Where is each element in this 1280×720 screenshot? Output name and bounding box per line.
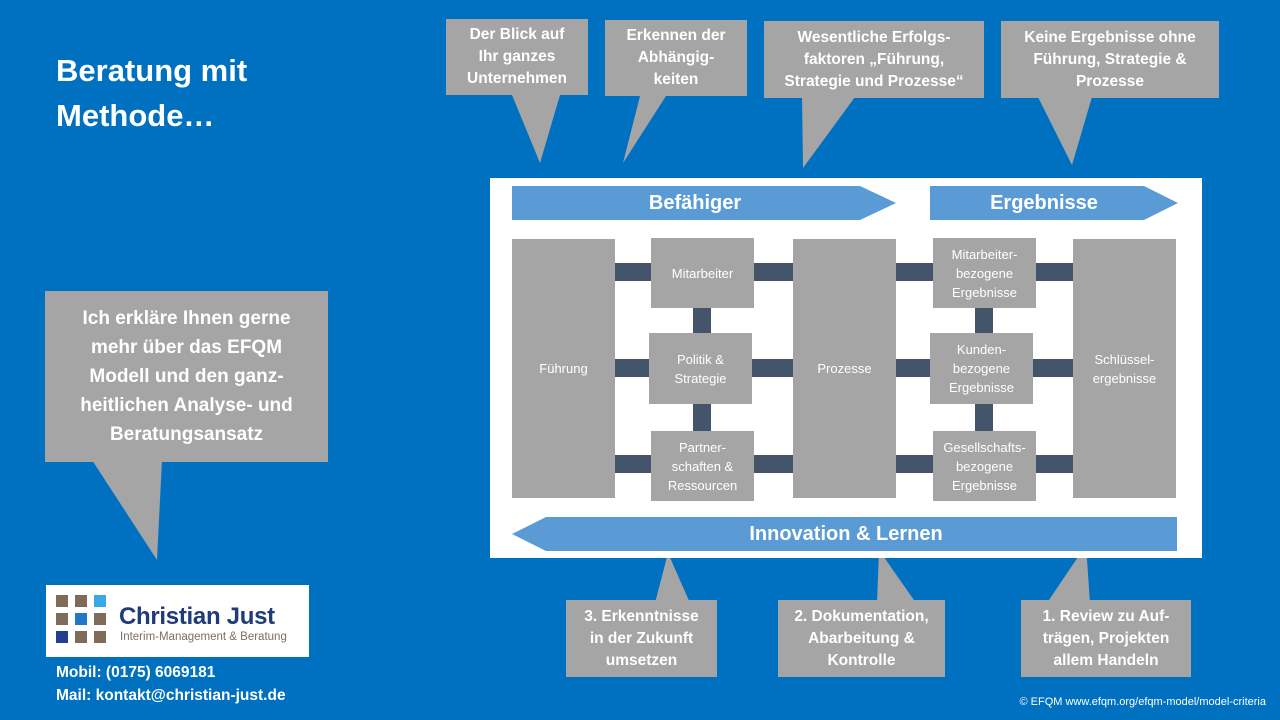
box-politik-strategie: Politik & Strategie	[649, 333, 752, 404]
tail-top-2	[623, 96, 666, 163]
innovation-label: Innovation & Lernen	[749, 522, 943, 545]
bubble-dokumentation: 2. Dokumentation, Abarbeitung & Kontroll…	[778, 600, 945, 677]
efqm-model-panel: Befähiger Ergebnisse Innovation & Lernen…	[490, 178, 1202, 558]
contact-mobile[interactable]: Mobil: (0175) 6069181	[56, 664, 216, 681]
connector-prozesse-kundenergebnisse	[895, 359, 935, 377]
box-mitarbeiter: Mitarbeiter	[651, 238, 754, 308]
bubble-efqm-erklaerung: Ich erkläre Ihnen gerne mehr über das EF…	[45, 291, 328, 462]
tail-top-3	[802, 97, 855, 168]
box-prozesse: Prozesse	[793, 239, 896, 498]
results-arrow	[930, 186, 1178, 220]
logo-subtitle: Interim-Management & Beratung	[120, 631, 287, 643]
connector-kunden-gesellschaft	[975, 404, 993, 432]
bubble-ganzes-unternehmen: Der Blick auf Ihr ganzes Unternehmen	[446, 19, 588, 95]
tail-left	[92, 460, 162, 560]
innovation-arrow	[512, 517, 1177, 551]
contact-mail[interactable]: Mail: kontakt@christian-just.de	[56, 687, 286, 704]
results-label: Ergebnisse	[990, 191, 1098, 214]
bubble-erkenntnisse-umsetzen: 3. Erkenntnisse in der Zukunft umsetzen	[566, 600, 717, 677]
connector-prozesse-gesellschaftsergebnisse	[895, 455, 935, 473]
connector-mitarbeiterergebnisse-schluessel	[1033, 263, 1073, 281]
connector-prozesse-mitarbeiterergebnisse	[895, 263, 935, 281]
copyright-notice: © EFQM www.efqm.org/efqm-model/model-cri…	[1019, 696, 1266, 708]
logo-square	[94, 595, 106, 607]
logo-square	[94, 631, 106, 643]
page-title: Beratung mit Methode…	[56, 53, 248, 133]
enablers-label: Befähiger	[648, 191, 742, 214]
logo-name: Christian Just	[119, 603, 275, 630]
company-logo[interactable]: Christian Just Interim-Management & Bera…	[46, 585, 309, 657]
box-fuehrung: Führung	[512, 239, 615, 498]
tail-top-1	[512, 95, 560, 163]
logo-square	[75, 595, 87, 607]
connector-mitarbeiter-politik	[693, 308, 711, 336]
model-arrows	[512, 186, 1178, 551]
logo-square	[56, 595, 68, 607]
bubble-erfolgsfaktoren: Wesentliche Erfolgs- faktoren „Führung, …	[764, 21, 984, 98]
connector-gesellschaftsergebnisse-schluessel	[1033, 455, 1073, 473]
connector-politik-partner	[693, 404, 711, 432]
logo-square	[56, 631, 68, 643]
connector-fuehrung-politik	[615, 359, 651, 377]
bubble-abhaengigkeiten: Erkennen der Abhängig- keiten	[605, 20, 747, 96]
logo-square	[75, 631, 87, 643]
connector-fuehrung-partner	[615, 455, 651, 473]
box-gesellschafts-ergebnisse: Gesellschafts- bezogene Ergebnisse	[933, 431, 1036, 501]
box-kunden-ergebnisse: Kunden- bezogene Ergebnisse	[930, 333, 1033, 404]
logo-square	[56, 613, 68, 625]
box-partnerschaften-ressourcen: Partner- schaften & Ressourcen	[651, 431, 754, 501]
box-schluesselergebnisse: Schlüssel- ergebnisse	[1073, 239, 1176, 498]
bubble-keine-ergebnisse: Keine Ergebnisse ohne Führung, Strategie…	[1001, 21, 1219, 98]
box-mitarbeiter-ergebnisse: Mitarbeiter- bezogene Ergebnisse	[933, 238, 1036, 308]
connector-kundenergebnisse-schluessel	[1031, 359, 1073, 377]
logo-square	[75, 613, 87, 625]
connector-partner-prozesse	[753, 455, 793, 473]
bubble-review: 1. Review zu Auf- trägen, Projekten alle…	[1021, 600, 1191, 677]
connector-politik-prozesse	[751, 359, 793, 377]
enablers-arrow	[512, 186, 896, 220]
tail-top-4	[1038, 97, 1092, 165]
connector-fuehrung-mitarbeiter	[615, 263, 651, 281]
logo-square	[94, 613, 106, 625]
connector-mitarbeiter-prozesse	[753, 263, 793, 281]
tail-bottom-3	[655, 553, 690, 603]
connector-mitarbeiterergebnisse-kunden	[975, 308, 993, 336]
